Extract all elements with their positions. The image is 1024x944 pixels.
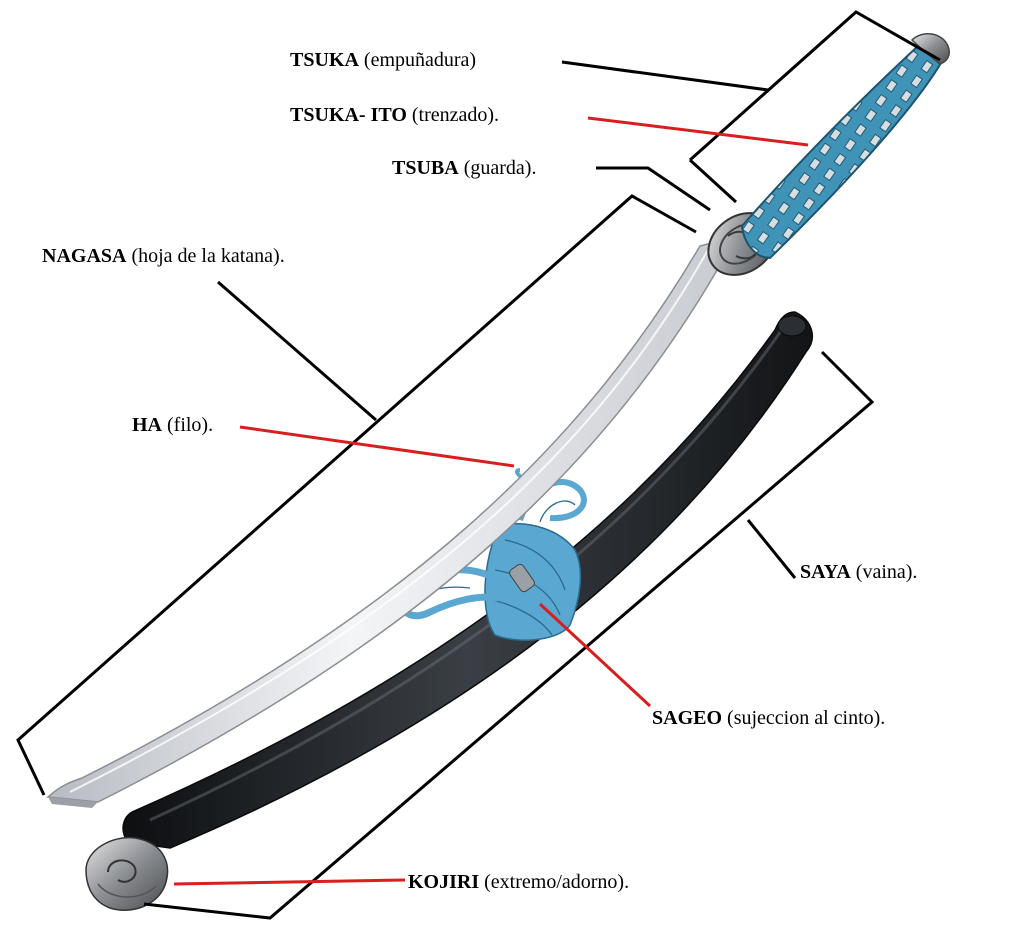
label-ha: HA (filo).: [132, 415, 213, 435]
label-tsuka-desc: (empuñadura): [358, 49, 477, 71]
label-tsuka-ito-term: TSUKA- ITO: [290, 104, 407, 126]
label-sageo-term: SAGEO: [652, 707, 723, 729]
label-sageo: SAGEO (sujeccion al cinto).: [652, 708, 885, 728]
leader-tsuka: [561, 60, 769, 92]
label-kojiri-term: KOJIRI: [408, 871, 480, 893]
bracket-tsuka: [689, 10, 941, 162]
label-saya: SAYA (vaina).: [800, 562, 917, 582]
bracket-nagasa: [16, 194, 697, 796]
label-saya-desc: (vaina).: [850, 561, 918, 583]
label-nagasa: NAGASA (hoja de la katana).: [42, 246, 285, 266]
label-kojiri: KOJIRI (extremo/adorno).: [408, 872, 629, 892]
label-tsuka: TSUKA (empuñadura): [290, 50, 476, 70]
label-tsuba: TSUBA (guarda).: [392, 158, 536, 178]
label-ha-desc: (filo).: [162, 414, 214, 436]
leader-sageo: [538, 602, 652, 708]
sageo-cord: [400, 468, 587, 641]
label-tsuka-ito: TSUKA- ITO (trenzado).: [290, 105, 499, 125]
kojiri-end-cap: [85, 836, 169, 911]
label-nagasa-term: NAGASA: [42, 245, 127, 267]
label-saya-term: SAYA: [800, 561, 851, 583]
leader-tsuba: [596, 166, 711, 212]
label-kojiri-desc: (extremo/adorno).: [479, 871, 630, 893]
leader-kojiri: [173, 878, 406, 886]
label-tsuba-desc: (guarda).: [458, 157, 537, 179]
leader-ha: [239, 425, 515, 468]
label-ha-term: HA: [132, 414, 162, 436]
bracket-tsuka-end: [688, 158, 738, 204]
label-tsuka-ito-desc: (trenzado).: [406, 104, 500, 126]
label-tsuba-term: TSUBA: [392, 157, 459, 179]
label-sageo-desc: (sujeccion al cinto).: [722, 707, 886, 729]
leader-nagasa: [217, 280, 377, 422]
tsuka-handle: [740, 33, 951, 260]
bracket-saya: [143, 350, 875, 920]
leader-saya: [746, 519, 797, 579]
nagasa-blade: [46, 241, 721, 808]
label-tsuka-term: TSUKA: [290, 49, 359, 71]
leader-lines: [16, 10, 941, 920]
label-nagasa-desc: (hoja de la katana).: [126, 245, 285, 267]
leader-tsuka-ito: [587, 116, 809, 147]
saya-scabbard: [122, 311, 814, 849]
